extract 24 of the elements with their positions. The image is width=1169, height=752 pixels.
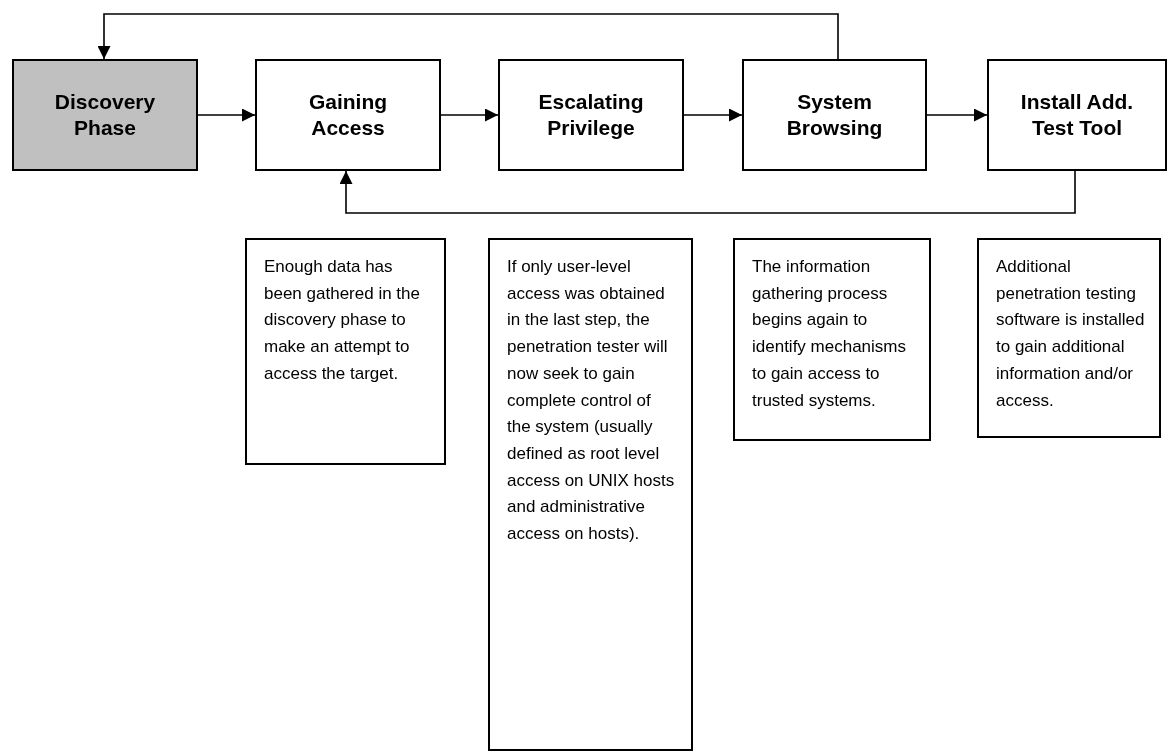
phase-label: Escalating Privilege bbox=[537, 89, 645, 141]
process-box bbox=[742, 59, 927, 171]
arrow bbox=[97, 13, 839, 60]
phase-label: Discovery Phase bbox=[53, 89, 157, 141]
description-text: Additional penetration testing software is installed to gain additional information and/or access. bbox=[996, 256, 1145, 412]
arrow bbox=[440, 108, 499, 122]
process-box bbox=[498, 59, 684, 171]
arrow bbox=[197, 108, 256, 122]
note-box bbox=[488, 238, 693, 751]
note-box bbox=[977, 238, 1161, 438]
note-box bbox=[245, 238, 446, 465]
phase-label: Install Add. Test Tool bbox=[1019, 89, 1135, 141]
description-text: Enough data has been gathered in the discovery phase to make an attempt to access the target. bbox=[264, 256, 421, 385]
arrow bbox=[683, 108, 743, 122]
note-box bbox=[733, 238, 931, 441]
arrow bbox=[339, 170, 1076, 214]
process-box bbox=[987, 59, 1167, 171]
process-box bbox=[255, 59, 441, 171]
arrow bbox=[926, 108, 988, 122]
phase-label: System Browsing bbox=[785, 89, 884, 141]
description-text: The information gathering process begins again to identify mechanisms to gain access to trusted systems. bbox=[752, 256, 907, 412]
process-box bbox=[12, 59, 198, 171]
phase-label: Gaining Access bbox=[307, 89, 389, 141]
description-text: If only user-level access was obtained in the last step, the penetration tester will now seek to gain complete control of the system (usually defined as root level access on UNIX hosts and administrative access on hosts). bbox=[507, 256, 676, 546]
